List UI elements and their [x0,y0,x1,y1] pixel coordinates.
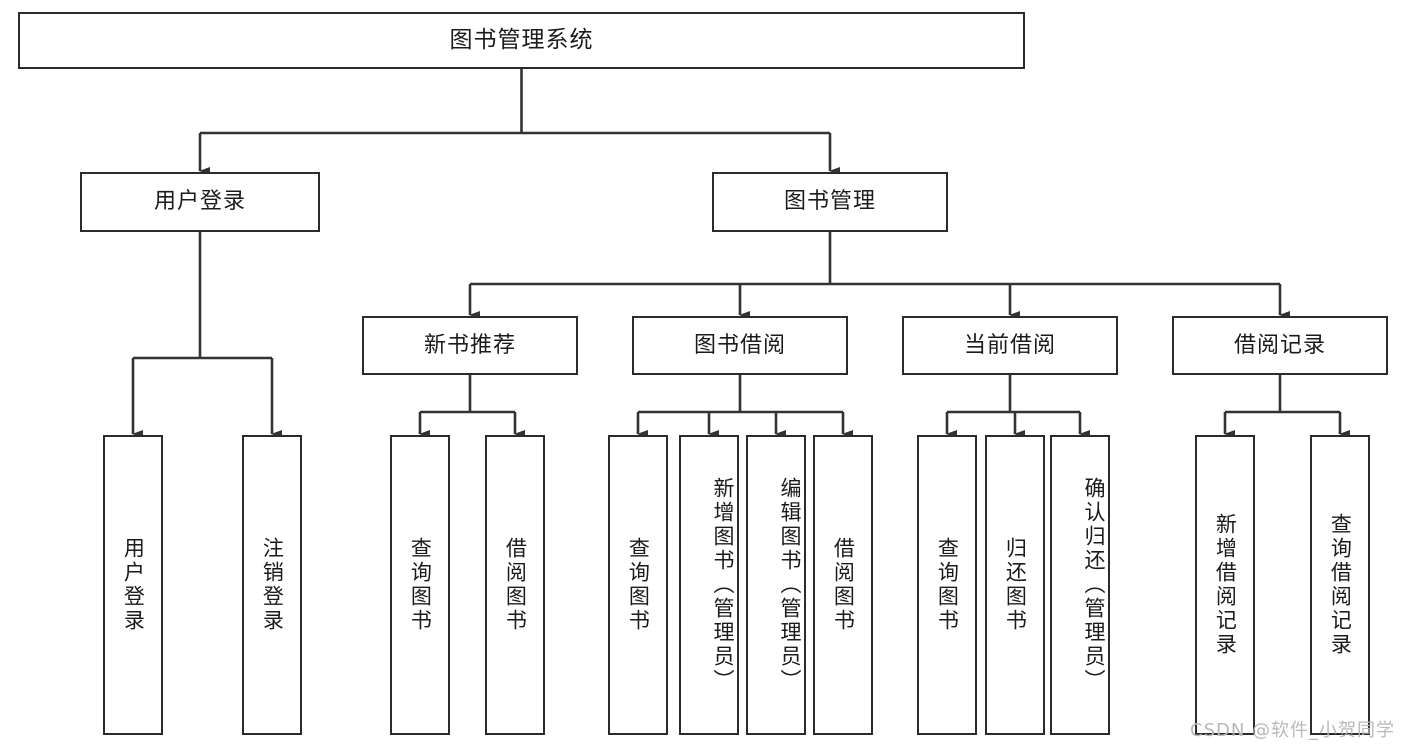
node-label-leaf-query-book-1: 查询图书 [408,537,433,633]
node-label-leaf-confirm-return-admin: 确认归还（管理员） [1082,477,1106,693]
node-user-login[interactable]: 用户登录 [80,172,320,232]
csdn-watermark: CSDN @软件_小贺同学 [1190,720,1396,741]
node-label-leaf-query-book-2: 查询图书 [626,537,651,633]
node-leaf-confirm-return-admin[interactable]: 确认归还（管理员） [1050,435,1110,735]
node-root[interactable]: 图书管理系统 [18,12,1025,69]
node-leaf-borrow-book-2[interactable]: 借阅图书 [813,435,873,735]
node-label-leaf-borrow-book-1: 借阅图书 [503,537,528,633]
edge-bus-borrow-record [1225,375,1340,414]
edges-group [131,69,1350,438]
node-leaf-logout[interactable]: 注销登录 [242,435,302,735]
node-book-manage[interactable]: 图书管理 [712,172,948,232]
node-label-leaf-user-login: 用户登录 [121,537,146,633]
edge-bus-book-manage [470,232,1280,286]
node-leaf-user-login[interactable]: 用户登录 [103,435,163,735]
node-leaf-add-book-admin[interactable]: 新增图书（管理员） [679,435,739,735]
node-leaf-query-book-2[interactable]: 查询图书 [608,435,668,735]
node-leaf-query-book-3[interactable]: 查询图书 [917,435,977,735]
node-label-leaf-add-borrow-record: 新增借阅记录 [1213,513,1238,657]
edge-bus-root [200,69,830,135]
node-label-leaf-query-borrow-record: 查询借阅记录 [1328,513,1353,657]
node-new-book-recommend[interactable]: 新书推荐 [362,316,578,375]
node-book-borrow[interactable]: 图书借阅 [632,316,848,375]
node-borrow-record[interactable]: 借阅记录 [1172,316,1388,375]
node-leaf-query-book-1[interactable]: 查询图书 [390,435,450,735]
node-label-book-borrow: 图书借阅 [693,332,786,358]
edge-bus-user-login [133,232,272,360]
node-leaf-add-borrow-record[interactable]: 新增借阅记录 [1195,435,1255,735]
node-label-leaf-borrow-book-2: 借阅图书 [831,537,856,633]
node-leaf-return-book[interactable]: 归还图书 [985,435,1045,735]
node-label-leaf-logout: 注销登录 [260,537,285,633]
node-label-leaf-add-book-admin: 新增图书（管理员） [711,477,735,693]
node-label-book-manage: 图书管理 [783,189,876,215]
node-label-new-book-recommend: 新书推荐 [423,332,516,358]
node-label-borrow-record: 借阅记录 [1233,332,1326,358]
node-leaf-borrow-book-1[interactable]: 借阅图书 [485,435,545,735]
node-label-root: 图书管理系统 [449,26,594,53]
node-label-leaf-return-book: 归还图书 [1003,537,1028,633]
node-leaf-query-borrow-record[interactable]: 查询借阅记录 [1310,435,1370,735]
node-current-borrow[interactable]: 当前借阅 [902,316,1118,375]
node-label-leaf-edit-book-admin: 编辑图书（管理员） [778,477,802,693]
node-label-current-borrow: 当前借阅 [963,332,1056,358]
edge-bus-book-borrow [638,375,843,414]
edge-bus-new-book-recommend [420,375,515,414]
node-label-user-login: 用户登录 [153,189,246,215]
edge-bus-current-borrow [947,375,1080,414]
node-leaf-edit-book-admin[interactable]: 编辑图书（管理员） [746,435,806,735]
node-label-leaf-query-book-3: 查询图书 [935,537,960,633]
